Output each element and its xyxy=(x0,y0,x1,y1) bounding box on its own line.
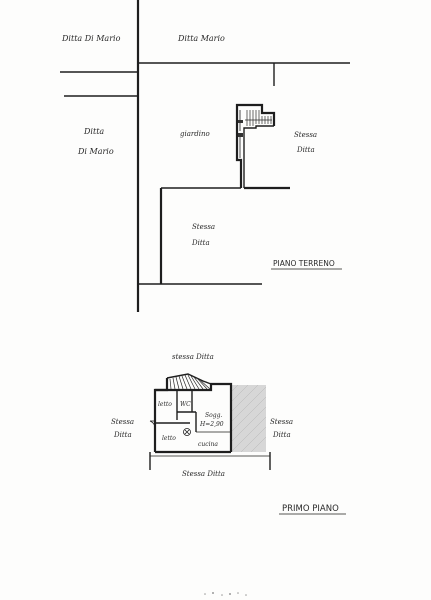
label-stessa-right-1: Stessa xyxy=(294,131,317,139)
label-ditta-left-2: Di Mario xyxy=(77,147,114,156)
label-soggiorno: Sogg. xyxy=(205,412,222,419)
ground-floor-title: PIANO TERRENO xyxy=(273,259,335,268)
label-stessa-ditta-bottom: Stessa Ditta xyxy=(182,470,225,478)
ground-floor-stairs xyxy=(245,110,272,126)
label-cucina: cucina xyxy=(198,441,218,448)
label-height: H=2,90 xyxy=(199,421,224,428)
label-stessa-left-1: Stessa xyxy=(111,418,134,426)
scan-marks xyxy=(204,592,247,596)
ground-floor-plan: Ditta Di Mario Ditta Mario Ditta Di Mari… xyxy=(60,0,350,312)
first-floor-stairs xyxy=(166,373,212,390)
label-stessa-ditta-top: stessa Ditta xyxy=(172,353,214,361)
label-letto-1: letto xyxy=(158,401,172,408)
label-stessa-bottom-1: Stessa xyxy=(192,223,215,231)
label-giardino: giardino xyxy=(180,130,210,138)
label-letto-2: letto xyxy=(162,435,176,442)
ground-floor-building xyxy=(235,103,290,190)
first-floor-plan: stessa Ditta Stessa Ditta Stessa Ditta S… xyxy=(111,353,346,515)
label-stessa-right-2: Ditta xyxy=(296,146,315,154)
label-stessa-left-2: Ditta xyxy=(113,431,132,439)
label-stessa-right-1: Stessa xyxy=(270,418,293,426)
label-wc: WC xyxy=(180,401,191,408)
label-ditta-di-mario-top: Ditta Di Mario xyxy=(61,34,121,43)
label-ditta-mario-top-right: Ditta Mario xyxy=(177,34,225,43)
first-floor-title: PRIMO PIANO xyxy=(282,504,339,514)
label-ditta-left-1: Ditta xyxy=(83,127,104,136)
label-stessa-right-2: Ditta xyxy=(272,431,291,439)
label-stessa-bottom-2: Ditta xyxy=(191,239,210,247)
